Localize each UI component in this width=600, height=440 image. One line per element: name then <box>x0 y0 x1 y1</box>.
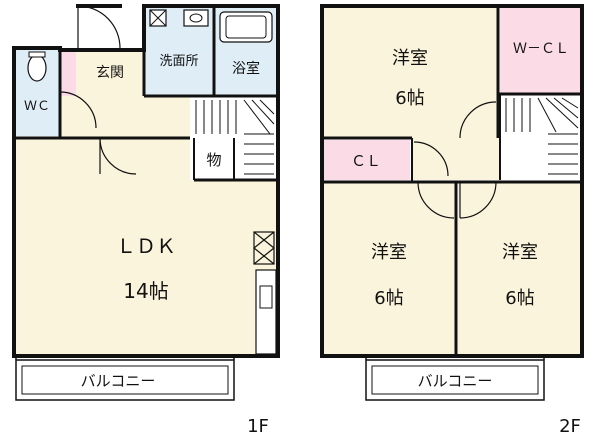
label-toilet: ＷＣ <box>24 99 50 114</box>
label-balcony-1f: バルコニー <box>81 372 156 390</box>
balcony-2f <box>365 359 545 401</box>
door-room-left <box>417 181 455 219</box>
room-bottom-right <box>458 182 582 356</box>
label-ldk-size: 14帖 <box>123 279 168 303</box>
floor-label-1f: 1F <box>247 416 269 437</box>
kitchen-counter <box>255 269 277 355</box>
room-bottom-left <box>322 182 456 356</box>
label-bath: 浴室 <box>232 60 260 77</box>
cl-room <box>322 140 410 180</box>
wash-basin <box>183 9 209 27</box>
room-top-left <box>322 6 498 138</box>
label-cl: ＣＬ <box>351 152 381 170</box>
label-room-left-name: 洋室 <box>371 242 407 263</box>
door-room-top <box>459 101 497 139</box>
stair-area-2f <box>500 94 582 180</box>
label-wcl: Ｗ－ＣＬ <box>513 41 569 57</box>
label-room-top-size: 6帖 <box>395 88 424 109</box>
door-cl <box>413 141 449 177</box>
label-room-top-name: 洋室 <box>392 48 428 69</box>
wcl-room <box>500 6 582 94</box>
hallway-2f <box>412 138 500 180</box>
label-room-right-size: 6帖 <box>505 288 534 309</box>
label-washroom: 洗面所 <box>159 54 198 69</box>
floor-2: 洋室 6帖 Ｗ－ＣＬ ＣＬ 洋室 6帖 洋室 6帖 バルコニー 2F <box>320 4 584 437</box>
door-room-right <box>459 181 497 219</box>
label-balcony-2f: バルコニー <box>418 372 493 390</box>
wc-door <box>59 91 97 129</box>
front-door <box>77 5 121 49</box>
ldk-door <box>99 137 137 175</box>
stove-icon <box>253 231 275 265</box>
label-storage: 物 <box>206 151 221 169</box>
label-ldk-name: ＬＤＫ <box>116 234 176 258</box>
stairs-1f <box>195 99 275 175</box>
stairs-2f <box>505 97 579 175</box>
kitchen-sink <box>259 285 273 309</box>
entrance-step <box>60 50 76 96</box>
balcony-1f <box>15 359 235 401</box>
label-room-left-size: 6帖 <box>374 288 403 309</box>
toilet-fixture <box>27 54 47 82</box>
hallway-1f <box>60 96 190 138</box>
floor-1: 玄関 洗面所 浴室 ＷＣ 物 ＬＤＫ 14帖 バルコニー 1F <box>12 4 280 437</box>
label-room-right-name: 洋室 <box>502 242 538 263</box>
label-entrance: 玄関 <box>96 64 124 81</box>
bathtub <box>219 11 273 43</box>
floor-label-2f: 2F <box>559 416 581 437</box>
